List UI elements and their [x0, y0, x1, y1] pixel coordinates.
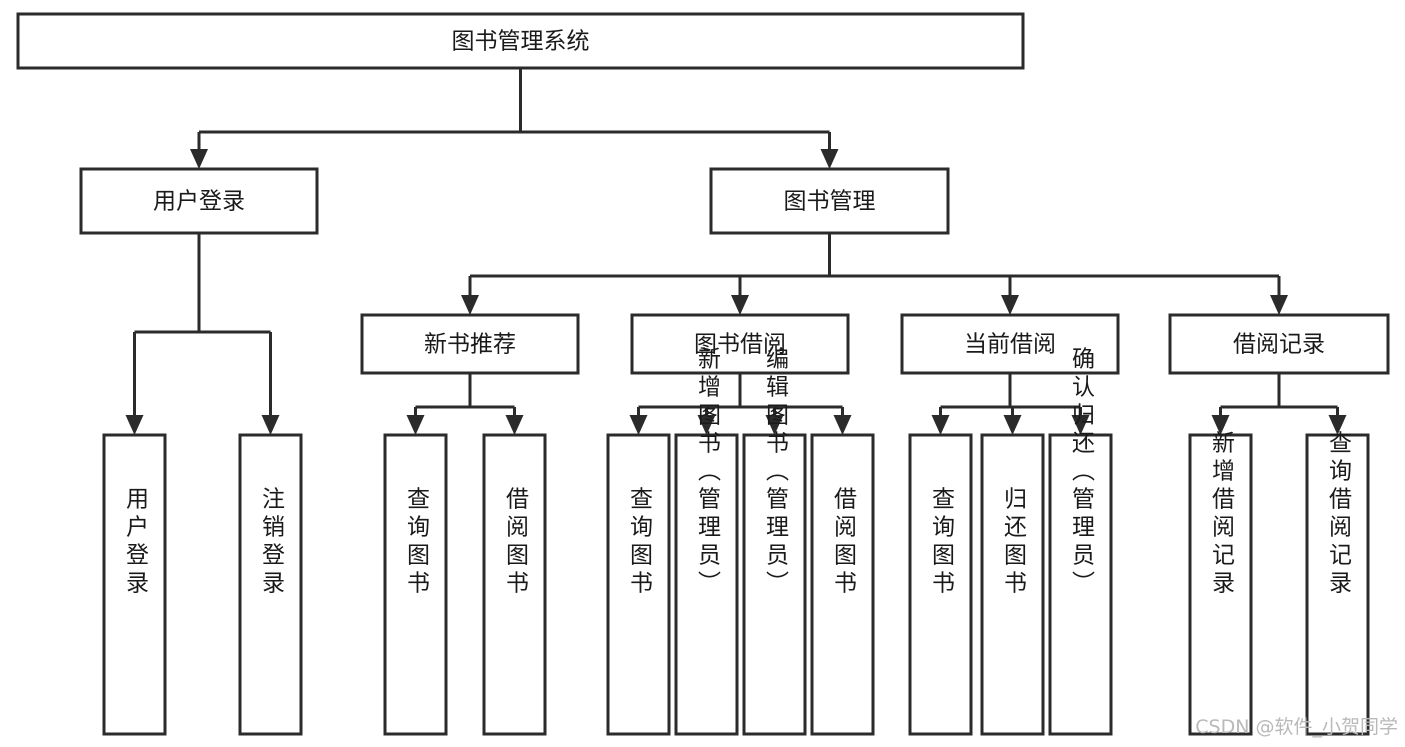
- node-new-book-rec[interactable]: 新书推荐: [360, 313, 580, 375]
- node-box-leaf-query-record: [1305, 433, 1370, 736]
- arrow-head-to-leaf-add-book: [697, 415, 716, 435]
- node-leaf-borrow-book[interactable]: 借阅图书: [810, 433, 875, 736]
- arrow-head-to-leaf-logout: [261, 415, 280, 435]
- node-label-leaf-query-record: 查询借阅记录: [1325, 431, 1353, 599]
- node-current-borrow[interactable]: 当前借阅: [900, 313, 1120, 375]
- node-box-current-borrow: [900, 313, 1120, 375]
- node-label-current-borrow: 当前借阅: [964, 332, 1056, 358]
- node-leaf-edit-book[interactable]: 编辑图书（管理员）: [742, 347, 807, 736]
- node-label-book-borrow: 图书借阅: [694, 332, 786, 358]
- arrow-head-to-user-login: [190, 149, 208, 169]
- node-box-leaf-borrow-book-rec: [482, 433, 547, 736]
- node-box-leaf-query-book-borrow: [606, 433, 671, 736]
- node-box-leaf-add-record: [1188, 433, 1253, 736]
- node-leaf-query-book-borrow[interactable]: 查询图书: [606, 433, 671, 736]
- arrow-head-to-new-book-rec: [461, 295, 479, 315]
- node-box-book-manage: [709, 167, 950, 235]
- node-box-root: [16, 12, 1025, 70]
- connector-layer: [125, 68, 1347, 435]
- node-leaf-user-login[interactable]: 用户登录: [102, 433, 167, 736]
- node-box-leaf-return-book: [980, 433, 1045, 736]
- node-box-leaf-user-login: [102, 433, 167, 736]
- node-box-leaf-borrow-book: [810, 433, 875, 736]
- node-label-book-manage: 图书管理: [784, 189, 876, 215]
- arrow-head-to-book-manage: [820, 149, 839, 169]
- node-label-borrow-record: 借阅记录: [1233, 332, 1325, 358]
- node-leaf-confirm-return[interactable]: 确认归还（管理员）: [1048, 347, 1113, 736]
- arrow-head-to-leaf-edit-book: [765, 415, 784, 435]
- node-box-leaf-query-book-current: [908, 433, 973, 736]
- arrow-head-to-current-borrow: [1001, 295, 1019, 315]
- node-leaf-add-record[interactable]: 新增借阅记录: [1188, 431, 1253, 736]
- node-label-leaf-borrow-book: 借阅图书: [830, 487, 858, 599]
- csdn-watermark: CSDN @软件_小贺同学: [1195, 716, 1398, 738]
- node-leaf-logout[interactable]: 注销登录: [238, 433, 303, 736]
- arrow-head-to-leaf-query-book-current: [931, 415, 950, 435]
- node-label-new-book-rec: 新书推荐: [424, 332, 516, 358]
- node-label-leaf-query-book-current: 查询图书: [928, 487, 956, 599]
- node-label-leaf-user-login: 用户登录: [122, 487, 150, 599]
- node-book-manage[interactable]: 图书管理: [709, 167, 950, 235]
- node-label-leaf-query-book-borrow: 查询图书: [626, 487, 654, 599]
- arrow-head-to-leaf-query-book-rec: [406, 415, 425, 435]
- node-leaf-borrow-book-rec[interactable]: 借阅图书: [482, 433, 547, 736]
- node-label-leaf-borrow-book-rec: 借阅图书: [502, 487, 530, 599]
- node-borrow-record[interactable]: 借阅记录: [1168, 313, 1390, 375]
- node-box-borrow-record: [1168, 313, 1390, 375]
- node-box-leaf-confirm-return: [1048, 433, 1113, 736]
- arrow-head-to-leaf-confirm-return: [1071, 415, 1090, 435]
- node-leaf-query-book-rec[interactable]: 查询图书: [383, 433, 448, 736]
- node-label-leaf-return-book: 归还图书: [1000, 487, 1028, 599]
- arrow-head-to-leaf-query-record: [1328, 415, 1347, 435]
- node-leaf-query-book-current[interactable]: 查询图书: [908, 433, 973, 736]
- arrow-head-to-leaf-add-record: [1211, 415, 1230, 435]
- node-box-leaf-query-book-rec: [383, 433, 448, 736]
- arrow-head-to-leaf-borrow-book: [833, 415, 852, 435]
- node-box-new-book-rec: [360, 313, 580, 375]
- node-root[interactable]: 图书管理系统: [16, 12, 1025, 70]
- node-box-leaf-logout: [238, 433, 303, 736]
- node-box-leaf-edit-book: [742, 433, 807, 736]
- node-label-leaf-add-record: 新增借阅记录: [1208, 431, 1236, 599]
- node-label-leaf-edit-book: 编辑图书（管理员）: [762, 347, 790, 599]
- node-label-root: 图书管理系统: [452, 29, 590, 55]
- arrow-head-to-leaf-borrow-book-rec: [505, 415, 524, 435]
- node-label-leaf-confirm-return: 确认归还（管理员）: [1068, 347, 1096, 599]
- node-label-leaf-add-book: 新增图书（管理员）: [694, 347, 722, 599]
- node-label-leaf-query-book-rec: 查询图书: [403, 487, 431, 599]
- arrow-head-to-leaf-query-book-borrow: [629, 415, 648, 435]
- node-user-login[interactable]: 用户登录: [79, 167, 319, 235]
- arrow-head-to-book-borrow: [731, 295, 749, 315]
- node-box-leaf-add-book: [674, 433, 739, 736]
- node-box-book-borrow: [630, 313, 850, 375]
- node-leaf-add-book[interactable]: 新增图书（管理员）: [674, 347, 739, 736]
- arrow-head-to-leaf-user-login: [125, 415, 144, 435]
- node-box-user-login: [79, 167, 319, 235]
- arrow-head-to-leaf-return-book: [1003, 415, 1022, 435]
- arrow-head-to-borrow-record: [1270, 295, 1288, 315]
- node-book-borrow[interactable]: 图书借阅: [630, 313, 850, 375]
- node-label-user-login: 用户登录: [153, 189, 245, 215]
- node-leaf-return-book[interactable]: 归还图书: [980, 433, 1045, 736]
- node-leaf-query-record[interactable]: 查询借阅记录: [1305, 431, 1370, 736]
- node-layer: 图书管理系统用户登录图书管理新书推荐图书借阅当前借阅借阅记录用户登录注销登录查询…: [16, 12, 1390, 736]
- node-label-leaf-logout: 注销登录: [258, 487, 286, 599]
